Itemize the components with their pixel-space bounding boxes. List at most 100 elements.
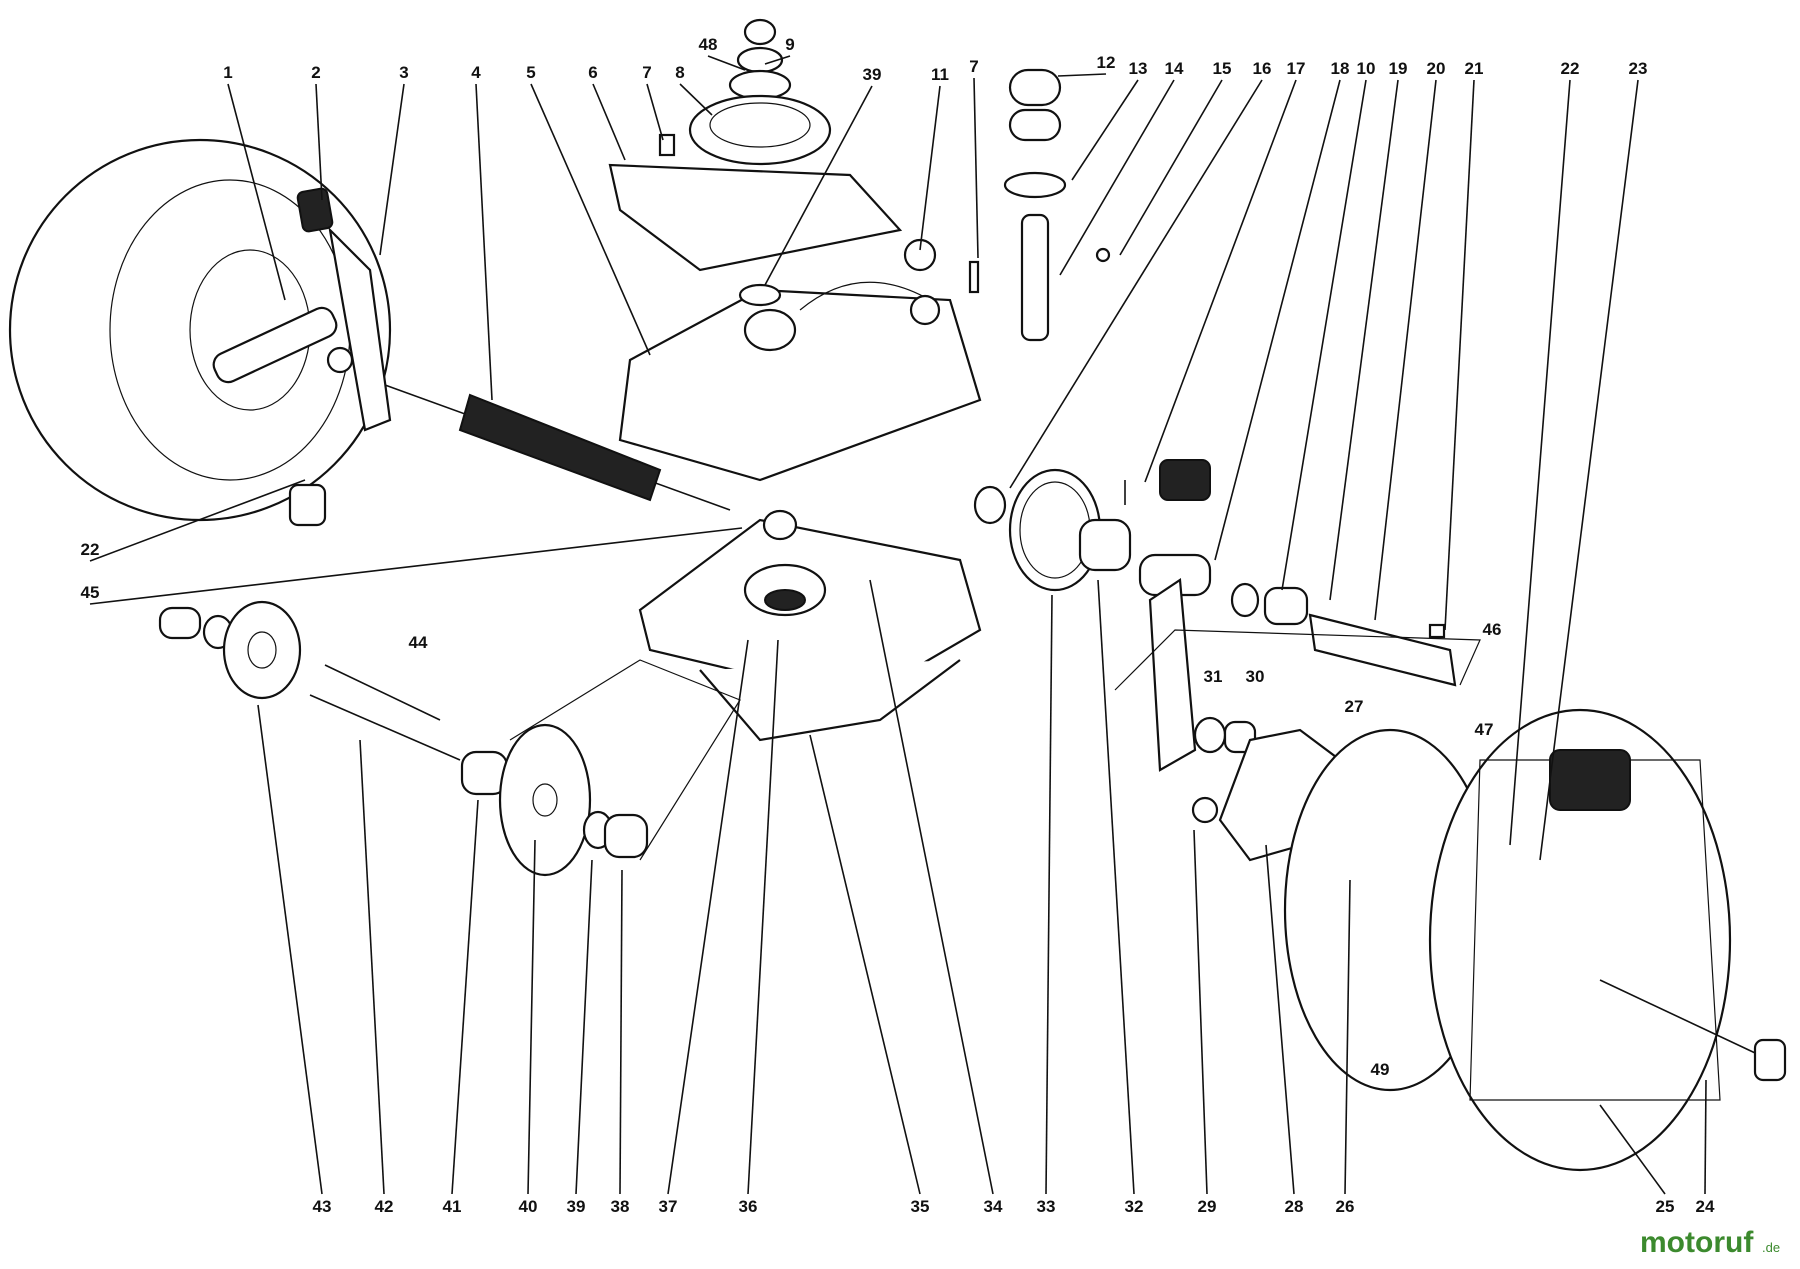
callout-24: 24 [1696, 1197, 1715, 1216]
leader-3 [379, 83, 405, 256]
leader-5 [530, 83, 651, 356]
leader-2 [315, 83, 323, 201]
callout-17: 17 [1287, 59, 1306, 78]
callout-46: 46 [1483, 620, 1502, 639]
callout-40: 40 [519, 1197, 538, 1216]
leader-10 [1281, 79, 1367, 591]
callout-5: 5 [526, 63, 535, 82]
callout-3: 3 [399, 63, 408, 82]
leader-18 [1214, 79, 1341, 561]
leader-45 [89, 527, 743, 605]
callout-41: 41 [443, 1197, 462, 1216]
callout-29: 29 [1198, 1197, 1217, 1216]
callout-49: 49 [1371, 1060, 1390, 1079]
worm-shaft [384, 384, 731, 511]
leader-29 [1193, 829, 1208, 1195]
leader-13 [1071, 79, 1139, 181]
callout-6: 6 [588, 63, 597, 82]
callout-19: 19 [1389, 59, 1408, 78]
callout-22: 22 [1561, 59, 1580, 78]
callout-45: 45 [81, 583, 100, 602]
watermark-brand: motoruf [1640, 1226, 1754, 1259]
leader-22 [89, 479, 306, 562]
callout-32: 32 [1125, 1197, 1144, 1216]
leader-39 [575, 859, 593, 1195]
leader-43 [257, 704, 323, 1195]
leader-24 [1704, 1079, 1707, 1195]
callout-39: 39 [567, 1197, 586, 1216]
lower-shaft-gears [158, 600, 741, 877]
callout-7: 7 [969, 57, 978, 76]
callout-1: 1 [223, 63, 232, 82]
leader-4 [475, 83, 493, 401]
leader-48 [707, 55, 746, 71]
leader-42 [359, 739, 385, 1195]
leader-7 [973, 77, 979, 259]
callout-9: 9 [785, 35, 794, 54]
callout-43: 43 [313, 1197, 332, 1216]
leader-1 [227, 83, 286, 301]
leader-8 [679, 83, 713, 116]
leader-lines [89, 55, 1707, 1195]
callout-33: 33 [1037, 1197, 1056, 1216]
leader-23 [1539, 79, 1639, 861]
leader-20 [1374, 79, 1437, 621]
callout-26: 26 [1336, 1197, 1355, 1216]
drive-gear [973, 459, 1211, 592]
callout-22: 22 [81, 540, 100, 559]
callout-15: 15 [1213, 59, 1232, 78]
watermark-suffix: .de [1762, 1240, 1780, 1255]
callout-10: 10 [1357, 59, 1376, 78]
leader-22 [1509, 79, 1571, 846]
right-wheel [1283, 708, 1787, 1172]
leader-6 [592, 83, 626, 161]
callout-35: 35 [911, 1197, 930, 1216]
callout-23: 23 [1629, 59, 1648, 78]
right-axle [1114, 553, 1481, 772]
watermark: motoruf .de [1640, 1226, 1780, 1259]
leader-28 [1265, 844, 1295, 1195]
leader-14 [1059, 79, 1175, 276]
gearbox-base [638, 509, 982, 742]
leader-35 [809, 734, 921, 1195]
leader-16 [1009, 79, 1263, 489]
callout-27: 27 [1345, 697, 1364, 716]
leader-40 [527, 839, 536, 1195]
leader-33 [1045, 594, 1053, 1195]
callout-30: 30 [1246, 667, 1265, 686]
leader-9 [764, 55, 791, 65]
callout-14: 14 [1165, 59, 1184, 78]
callout-18: 18 [1331, 59, 1350, 78]
pulley-assembly [608, 18, 903, 272]
callout-13: 13 [1129, 59, 1148, 78]
leader-36 [747, 639, 779, 1195]
leader-15 [1119, 79, 1223, 256]
callout-42: 42 [375, 1197, 394, 1216]
leader-21 [1444, 79, 1475, 631]
callout-34: 34 [984, 1197, 1003, 1216]
callout-2: 2 [311, 63, 320, 82]
callout-47: 47 [1475, 720, 1494, 739]
callout-37: 37 [659, 1197, 678, 1216]
leader-38 [619, 869, 623, 1195]
callout-8: 8 [675, 63, 684, 82]
callout-4: 4 [471, 63, 481, 82]
callout-38: 38 [611, 1197, 630, 1216]
callout-21: 21 [1465, 59, 1484, 78]
callout-31: 31 [1204, 667, 1223, 686]
leader-11 [919, 85, 941, 251]
leader-12 [1057, 73, 1107, 77]
callout-28: 28 [1285, 1197, 1304, 1216]
leader-7 [646, 83, 664, 141]
callout-44: 44 [409, 633, 428, 652]
callout-48: 48 [699, 35, 718, 54]
callout-25: 25 [1656, 1197, 1675, 1216]
leader-25 [1599, 1104, 1666, 1195]
leader-34 [869, 579, 994, 1195]
callout-11: 11 [931, 65, 949, 84]
callout-39: 39 [863, 65, 882, 84]
leader-37 [667, 639, 749, 1195]
callout-16: 16 [1253, 59, 1272, 78]
